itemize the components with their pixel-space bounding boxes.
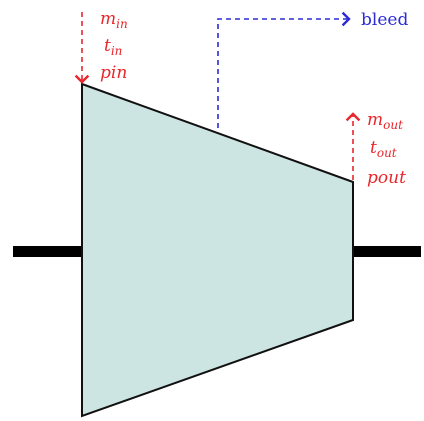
outlet-temp-label: tout [370,138,397,160]
inlet-pressure-label: pin [100,63,127,83]
outlet-pressure-label: pout [367,168,406,188]
outlet-mass-label: mout [367,110,403,132]
bleed-arrow [217,11,351,128]
left-shaft [13,246,82,257]
turbine-body [81,82,354,418]
right-shaft [353,246,421,257]
inlet-temp-label: tin [104,36,122,58]
bleed-label: bleed [361,10,408,30]
inlet-mass-label: min [100,9,128,31]
